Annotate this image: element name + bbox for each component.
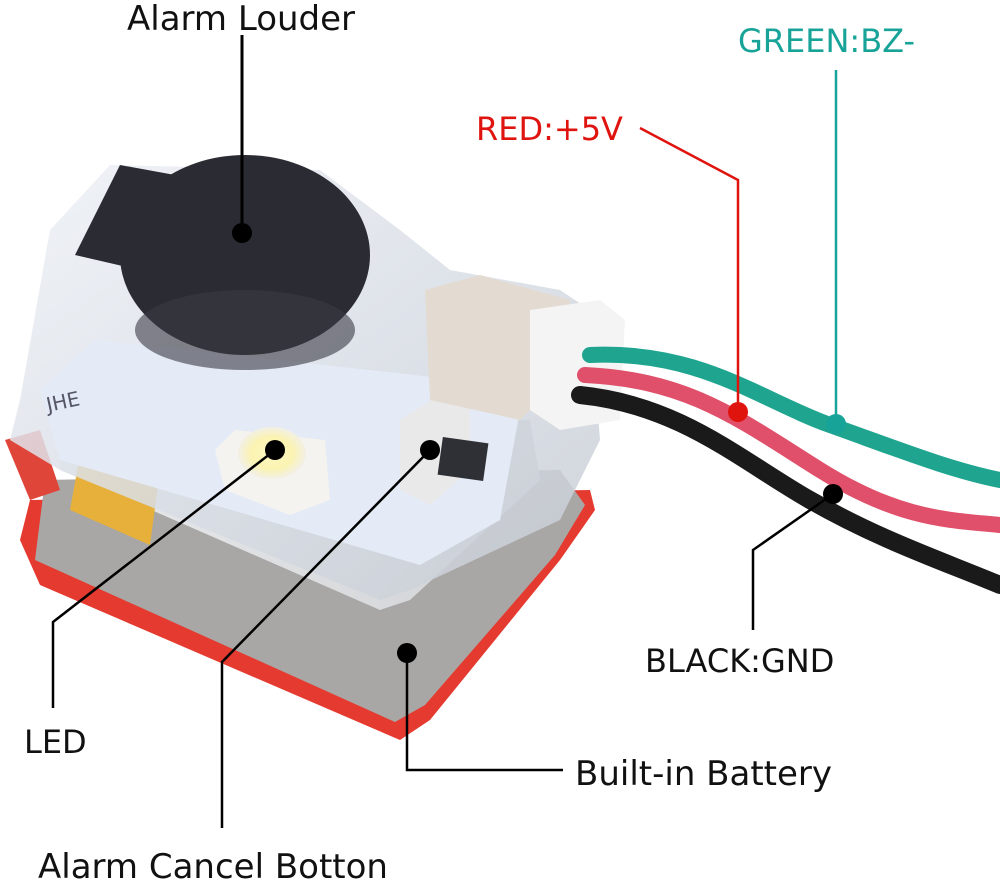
green-wire: [582, 346, 1000, 488]
marker-led: [265, 440, 285, 460]
label-red-wire: RED:+5V: [476, 110, 623, 148]
label-green-wire: GREEN:BZ-: [738, 22, 915, 60]
marker-red-wire: [728, 402, 748, 422]
label-built-in-battery: Built-in Battery: [575, 754, 832, 794]
battery-red-corner: [5, 430, 60, 500]
leader-black-wire: [751, 492, 834, 630]
leader-led: [51, 449, 276, 708]
marker-green-wire: [826, 414, 846, 434]
marker-black-wire: [823, 484, 843, 504]
label-alarm-louder: Alarm Louder: [127, 0, 355, 39]
marker-built-in-battery: [397, 643, 417, 663]
leader-cancel-button: [220, 449, 431, 828]
label-black-wire: BLACK:GND: [645, 642, 834, 680]
leader-red-wire: [639, 126, 740, 412]
connector-plug: [530, 300, 625, 430]
cancel-button-chip: [437, 436, 489, 482]
black-wire: [571, 386, 1000, 594]
red-wire: [577, 367, 1000, 533]
buzzer-shadow: [135, 290, 355, 370]
leader-built-in-battery: [405, 653, 563, 772]
label-cancel-button: Alarm Cancel Botton: [38, 847, 388, 884]
marker-cancel-button: [420, 440, 440, 460]
marker-alarm-louder: [232, 223, 252, 243]
label-led: LED: [24, 723, 87, 761]
